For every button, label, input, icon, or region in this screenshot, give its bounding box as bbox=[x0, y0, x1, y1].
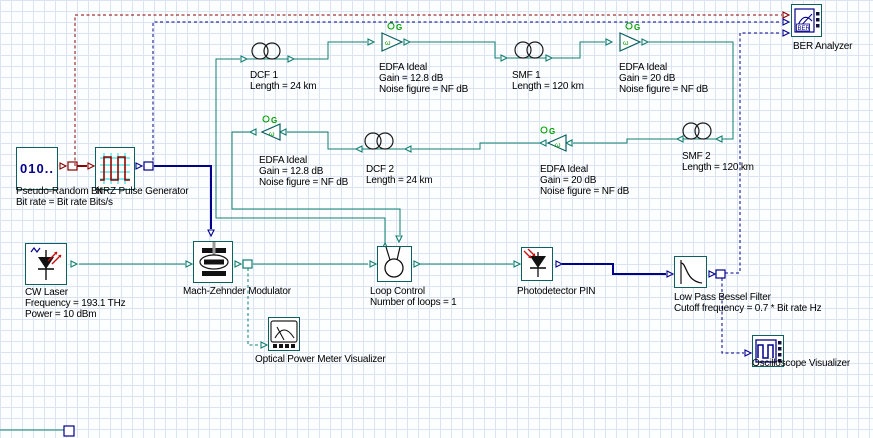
mzm-label: Mach-Zehnder Modulator bbox=[183, 286, 291, 297]
edfa2-amplifier-icon[interactable]: G ω bbox=[619, 22, 642, 52]
wire-smf2-to-edfa-mid-right bbox=[564, 135, 716, 147]
nrz-label: NRZ Pulse Generator bbox=[96, 186, 189, 197]
svg-text:ω: ω bbox=[385, 40, 391, 47]
wire-dcf1-to-edfa1 bbox=[247, 38, 376, 63]
component-lowpass-bessel-filter[interactable] bbox=[674, 256, 707, 288]
dashed-wire-nrz-to-ber bbox=[152, 18, 791, 166]
wire-cwlaser-to-mzm bbox=[70, 260, 194, 268]
wire-edfa1-to-smf1 bbox=[403, 38, 509, 62]
wire-pin-to-lpbf bbox=[555, 260, 675, 278]
ber-analyzer-icon: BER bbox=[794, 8, 820, 33]
loop-control-icon bbox=[384, 247, 404, 278]
dcf1-label: DCF 1 Length = 24 km bbox=[250, 70, 317, 92]
wire-smf1-to-edfa2 bbox=[507, 38, 614, 62]
smf2-fiber-icon[interactable] bbox=[682, 122, 712, 140]
wire-edfa2-to-smf2 bbox=[641, 38, 734, 143]
edfa1-amplifier-icon[interactable]: G ω bbox=[381, 22, 404, 52]
svg-text:ω: ω bbox=[623, 40, 629, 47]
edfa-mid-right-amplifier-icon[interactable]: G ω bbox=[540, 126, 567, 152]
edfa-mid-left-label: EDFA Ideal Gain = 12.8 dB Noise figure =… bbox=[259, 155, 349, 188]
wire-nrz-to-mzm bbox=[135, 161, 215, 238]
component-prbs-generator[interactable]: 010.. bbox=[16, 147, 58, 190]
svg-text:BER: BER bbox=[798, 26, 811, 32]
wire-prbs-to-nrz bbox=[59, 161, 96, 171]
scope-label: Oscilloscope Visualizer bbox=[752, 358, 851, 369]
dashed-wire-prbs-to-ber bbox=[74, 11, 791, 166]
smf2-label: SMF 2 Length = 120 km bbox=[682, 151, 754, 173]
nrz-waveform-icon bbox=[100, 153, 130, 184]
component-nrz-pulse-generator[interactable] bbox=[95, 147, 135, 190]
edfa1-label: EDFA Ideal Gain = 12.8 dB Noise figure =… bbox=[379, 62, 469, 95]
component-photodetector-pin[interactable] bbox=[521, 247, 553, 281]
prbs-label: Pseudo-Random Bit Bit rate = Bit rate Bi… bbox=[16, 186, 113, 208]
dashed-wire-lpbf-to-ber bbox=[708, 29, 791, 279]
smf1-fiber-icon[interactable] bbox=[514, 41, 544, 59]
svg-text:ω: ω bbox=[269, 131, 275, 138]
component-optical-power-meter[interactable] bbox=[268, 317, 300, 351]
oscilloscope-wave-icon bbox=[755, 339, 782, 363]
dcf2-fiber-icon[interactable] bbox=[364, 132, 394, 150]
lowpass-filter-icon bbox=[680, 260, 703, 284]
partial-component-bottom bbox=[0, 425, 75, 437]
edfa-mid-right-label: EDFA Ideal Gain = 20 dB Noise figure = N… bbox=[540, 164, 630, 197]
component-cw-laser[interactable] bbox=[25, 243, 67, 285]
cw-laser-label: CW Laser Frequency = 193.1 THz Power = 1… bbox=[25, 287, 126, 320]
edfa-mid-left-amplifier-icon[interactable]: G ω bbox=[260, 115, 281, 141]
wire-mzm-to-loopcontrol bbox=[234, 259, 378, 269]
svg-text:G: G bbox=[396, 23, 402, 32]
edfa2-label: EDFA Ideal Gain = 20 dB Noise figure = N… bbox=[619, 62, 709, 95]
opm-label: Optical Power Meter Visualizer bbox=[255, 354, 386, 365]
power-meter-gauge-icon bbox=[270, 320, 298, 348]
component-mach-zehnder-modulator[interactable] bbox=[193, 241, 233, 283]
ber-label: BER Analyzer bbox=[793, 41, 853, 52]
pin-label: Photodetector PIN bbox=[517, 286, 596, 297]
lpbf-label: Low Pass Bessel Filter Cutoff frequency … bbox=[674, 292, 822, 314]
prbs-bits-icon: 010.. bbox=[20, 161, 54, 176]
wire-edfa-mid-right-to-dcf2 bbox=[403, 139, 547, 153]
svg-text:G: G bbox=[549, 127, 555, 136]
component-loop-control[interactable] bbox=[377, 246, 412, 282]
wire-loopcontrol-to-pin bbox=[413, 260, 522, 268]
loop-control-label: Loop Control Number of loops = 1 bbox=[370, 286, 457, 308]
dashed-wire-mzm-to-powermeter bbox=[247, 268, 269, 349]
wire-dcf2-to-edfa-mid-left bbox=[278, 128, 405, 153]
component-ber-analyzer[interactable]: BER bbox=[791, 4, 822, 37]
dcf2-label: DCF 2 Length = 24 km bbox=[366, 164, 433, 186]
svg-text:G: G bbox=[271, 116, 277, 125]
component-oscilloscope-visualizer[interactable] bbox=[752, 335, 784, 367]
wire-feedback-return-to-loopcontrol bbox=[231, 128, 403, 244]
dashed-wire-lpbf-to-oscilloscope bbox=[721, 278, 753, 357]
smf1-label: SMF 1 Length = 120 km bbox=[512, 70, 584, 92]
laser-diode-icon bbox=[30, 247, 62, 280]
photodiode-icon bbox=[523, 248, 546, 277]
svg-text:G: G bbox=[634, 23, 640, 32]
svg-text:ω: ω bbox=[555, 142, 561, 149]
dcf1-fiber-icon[interactable] bbox=[251, 42, 281, 60]
mzm-icon bbox=[199, 242, 229, 276]
